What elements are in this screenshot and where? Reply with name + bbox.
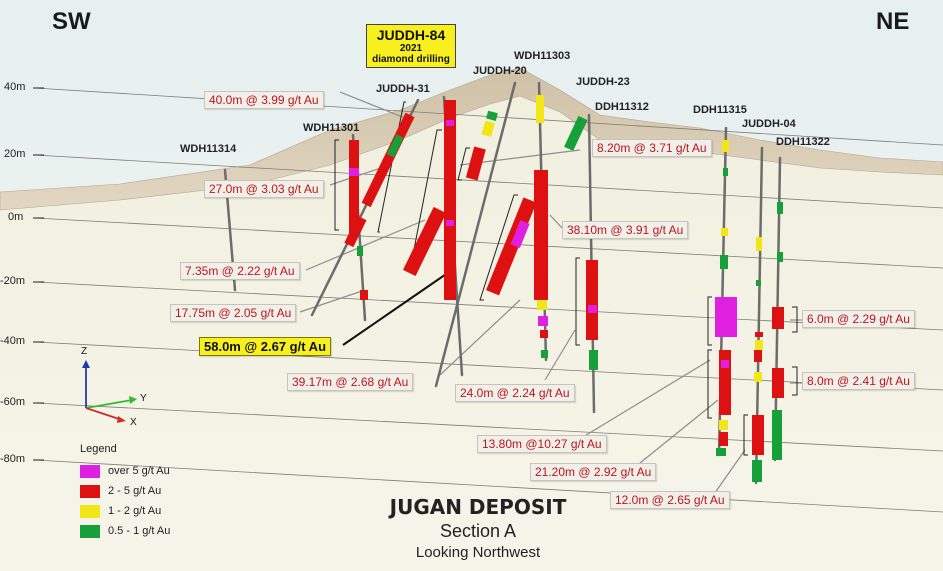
- intercept-label: 27.0m @ 3.03 g/t Au: [204, 180, 324, 198]
- elevation-label: -80m: [0, 453, 26, 465]
- intercept-label: 12.0m @ 2.65 g/t Au: [610, 491, 730, 509]
- intercept-label: 6.0m @ 2.29 g/t Au: [802, 310, 915, 328]
- elevation-ticks: [33, 87, 44, 461]
- legend-item: 1 - 2 g/t Au: [80, 501, 170, 521]
- elevation-label: 20m: [4, 148, 26, 160]
- direction-sw: SW: [52, 8, 91, 35]
- callout-year: 2021: [399, 43, 423, 54]
- legend-item: 0.5 - 1 g/t Au: [80, 521, 170, 541]
- intercept-label: 39.17m @ 2.68 g/t Au: [287, 373, 414, 391]
- hole-label-juddh-31: JUDDH-31: [376, 83, 430, 95]
- legend-swatch: [80, 524, 100, 538]
- legend-label: 2 - 5 g/t Au: [108, 485, 162, 497]
- callout-description: diamond drilling: [372, 54, 450, 65]
- juddh-84-callout: JUDDH-84 2021 diamond drilling: [366, 24, 456, 68]
- elevation-label: -40m: [0, 335, 26, 347]
- diagram-subtitle: Section A: [439, 521, 517, 541]
- intercept-label: 21.20m @ 2.92 g/t Au: [530, 463, 657, 481]
- elevation-label: 40m: [4, 81, 26, 93]
- hole-label-ddh11315: DDH11315: [693, 104, 747, 116]
- intercept-label: 7.35m @ 2.22 g/t Au: [180, 262, 300, 280]
- intercept-label: 8.20m @ 3.71 g/t Au: [592, 139, 712, 157]
- legend-swatch: [80, 464, 100, 478]
- hole-label-juddh-20: JUDDH-20: [473, 65, 527, 77]
- legend: Legend over 5 g/t Au 2 - 5 g/t Au 1 - 2 …: [80, 443, 170, 541]
- hole-label-wdh11303: WDH11303: [514, 50, 571, 62]
- hole-label-juddh-23: JUDDH-23: [576, 76, 630, 88]
- highlighted-intercept-label: 58.0m @ 2.67 g/t Au: [199, 337, 332, 356]
- orientation-axes: [82, 360, 137, 423]
- intercept-label: 40.0m @ 3.99 g/t Au: [204, 91, 324, 109]
- assay-intervals: [344, 95, 784, 482]
- intercept-label: 17.75m @ 2.05 g/t Au: [170, 304, 297, 322]
- elevation-label: -20m: [0, 275, 26, 287]
- legend-item: 2 - 5 g/t Au: [80, 481, 170, 501]
- axis-label-z: Z: [81, 346, 88, 357]
- legend-swatch: [80, 504, 100, 518]
- legend-label: over 5 g/t Au: [108, 465, 170, 477]
- intercept-label: 8.0m @ 2.41 g/t Au: [802, 372, 915, 390]
- legend-item: over 5 g/t Au: [80, 461, 170, 481]
- hole-label-wdh11314: WDH11314: [180, 143, 237, 155]
- hole-label-juddh-04: JUDDH-04: [742, 118, 796, 130]
- callout-hole-name: JUDDH-84: [376, 27, 446, 43]
- highlight-leader-line: [342, 269, 453, 346]
- hole-label-wdh11301: WDH11301: [303, 122, 360, 134]
- legend-swatch: [80, 484, 100, 498]
- view-direction: Looking Northwest: [415, 544, 541, 561]
- direction-ne: NE: [876, 8, 910, 35]
- intercept-label: 38.10m @ 3.91 g/t Au: [562, 221, 689, 239]
- axis-label-y: Y: [140, 393, 147, 404]
- hole-label-ddh11312: DDH11312: [595, 101, 649, 113]
- legend-label: 1 - 2 g/t Au: [108, 505, 162, 517]
- axis-label-x: X: [130, 417, 137, 428]
- intercept-label: 13.80m @10.27 g/t Au: [477, 435, 607, 453]
- legend-title: Legend: [80, 443, 117, 455]
- hole-label-ddh11322: DDH11322: [776, 136, 830, 148]
- legend-label: 0.5 - 1 g/t Au: [108, 525, 171, 537]
- diagram-title: JUGAN DEPOSIT: [389, 495, 567, 519]
- elevation-label: -60m: [0, 396, 26, 408]
- topography-surface: [0, 67, 943, 211]
- elevation-label: 0m: [8, 211, 24, 223]
- intercept-label: 24.0m @ 2.24 g/t Au: [455, 384, 575, 402]
